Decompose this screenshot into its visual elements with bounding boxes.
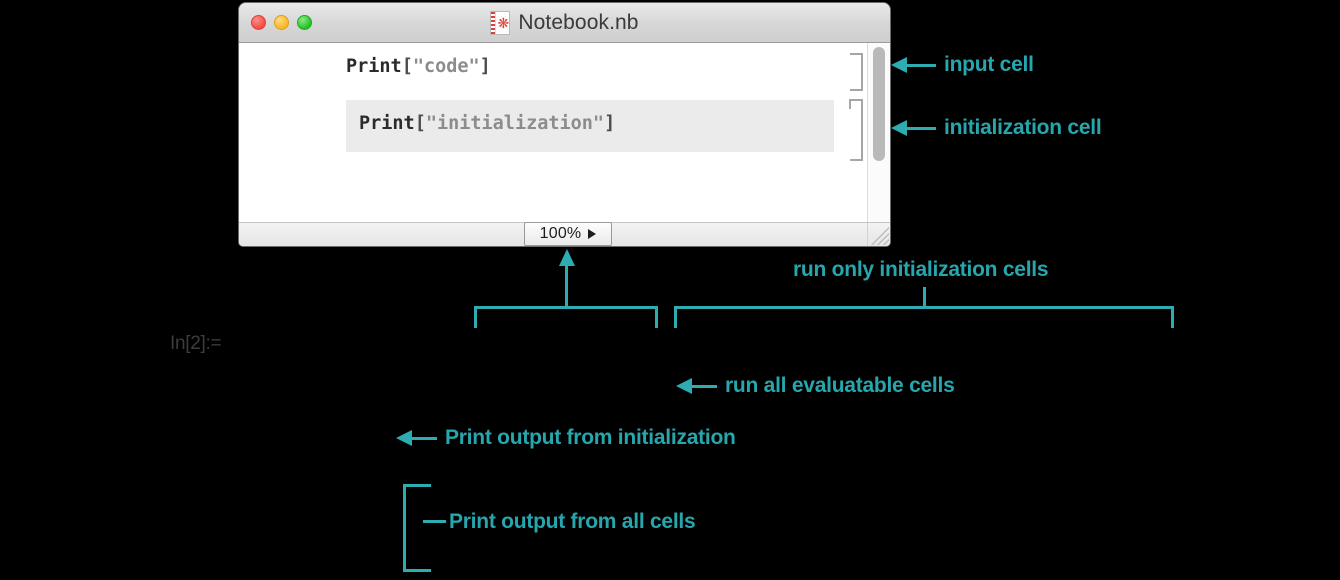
arrow-input-cell-icon (891, 57, 907, 73)
brace-zoom-right-tip (655, 306, 658, 328)
code-function: Print (359, 113, 415, 134)
brace-run-only-init-top (674, 306, 1174, 309)
code-string: "initialization" (425, 113, 605, 134)
window-statusbar: 100% (239, 222, 890, 246)
code-function: Print (346, 56, 402, 77)
brace-zoom-left-tip (474, 306, 477, 328)
minimize-button[interactable] (274, 15, 289, 30)
close-button[interactable] (251, 15, 266, 30)
notebook-icon: ❋ (490, 10, 511, 35)
in-label: In[2]:= (170, 333, 222, 354)
annotation-run-only-initialization-cells: run only initialization cells (793, 258, 1049, 281)
leader-zoom-stem (565, 264, 568, 308)
cell-bracket-initialization-icon[interactable] (849, 99, 863, 161)
cell-bracket-input-icon[interactable] (850, 53, 863, 91)
leader-print-output-initialization (411, 437, 437, 440)
annotation-run-all-evaluatable-cells: run all evaluatable cells (725, 374, 955, 397)
annotation-print-output-from-all-cells: Print output from all cells (449, 510, 696, 533)
notebook-icon-star: ❋ (497, 14, 510, 31)
bracket-print-output-all-top (403, 484, 431, 487)
leader-run-only-init-stem (923, 287, 926, 308)
annotation-print-output-from-initialization: Print output from initialization (445, 426, 736, 449)
resize-grip-icon[interactable] (869, 225, 889, 245)
brace-run-only-init-right-tip (1171, 306, 1174, 328)
zoom-level-value: 100% (539, 225, 582, 242)
zoom-level-control[interactable]: 100% (524, 222, 612, 246)
bracket-print-output-all-bottom (403, 569, 431, 572)
vertical-scrollbar-thumb[interactable] (873, 47, 885, 161)
annotation-initialization-cell: initialization cell (944, 116, 1102, 139)
window-controls (251, 15, 312, 30)
window-title: Notebook.nb (518, 10, 639, 34)
arrow-initialization-cell-icon (891, 120, 907, 136)
leader-run-all-evaluatable (691, 385, 717, 388)
leader-print-output-all (423, 520, 446, 523)
window-titlebar[interactable]: ❋ Notebook.nb (239, 3, 890, 43)
bracket-print-output-all-spine (403, 484, 406, 572)
maximize-button[interactable] (297, 15, 312, 30)
arrow-print-output-initialization-icon (396, 430, 412, 446)
code-open-bracket: [ (414, 113, 426, 134)
brace-run-only-init-left-tip (674, 306, 677, 328)
notebook-body[interactable]: Print["code"] Print["initialization"] (239, 43, 890, 224)
cell-input-code[interactable]: Print["code"] (346, 56, 491, 77)
arrow-run-all-evaluatable-icon (676, 378, 692, 394)
vertical-scrollbar[interactable] (867, 43, 890, 223)
window-title-group: ❋ Notebook.nb (239, 3, 890, 42)
cell-initialization-code[interactable]: Print["initialization"] (359, 113, 615, 134)
code-string: "code" (412, 56, 480, 77)
brace-zoom-top (474, 306, 658, 309)
notebook-icon-spine (491, 11, 497, 34)
notebook-window: ❋ Notebook.nb Print["code"] Print["initi… (239, 3, 890, 246)
code-close-bracket: ] (604, 113, 616, 134)
play-triangle-icon[interactable] (588, 229, 597, 239)
statusbar-divider (867, 223, 868, 246)
code-close-bracket: ] (479, 56, 491, 77)
annotation-input-cell: input cell (944, 53, 1034, 76)
cell-initialization-box[interactable]: Print["initialization"] (346, 100, 834, 152)
leader-initialization-cell (906, 127, 936, 130)
initialization-flag-icon (849, 99, 859, 109)
arrow-zoom-control-icon (559, 249, 575, 266)
code-open-bracket: [ (401, 56, 413, 77)
leader-input-cell (906, 64, 936, 67)
